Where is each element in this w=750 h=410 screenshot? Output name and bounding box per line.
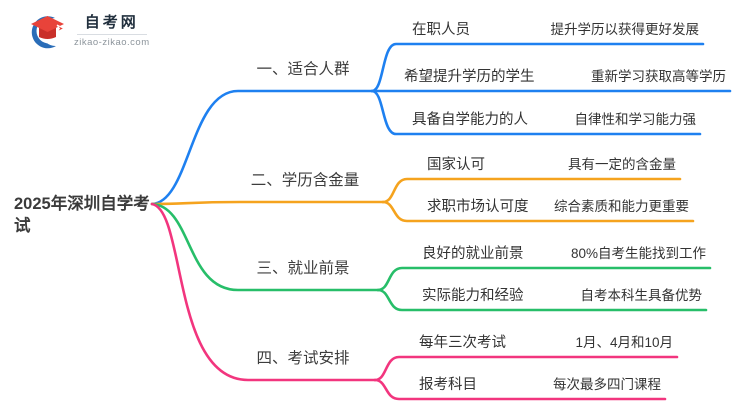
branch-2-row-2-line <box>381 200 695 223</box>
branch-3-connector <box>150 202 380 292</box>
branch-4-row-1: 每年三次考试 1月、4月和10月 <box>397 329 677 357</box>
branch-4-row-1-line <box>373 355 679 382</box>
logo-title: 自考网 <box>84 14 139 31</box>
branch-3-row-1: 良好的就业前景 80%自考生能找到工作 <box>400 240 710 268</box>
branch-4-connector <box>150 202 377 382</box>
node-left-label: 具备自学能力的人 <box>412 112 528 128</box>
branch-3-row-2-line <box>376 288 708 312</box>
node-left-label: 实际能力和经验 <box>422 288 524 304</box>
node-right-label: 自律性和学习能力强 <box>574 112 697 127</box>
node-right-label: 自考本科生具备优势 <box>580 288 703 303</box>
node-right-label: 综合素质和能力更重要 <box>554 199 689 214</box>
branch-1-row-1-line <box>370 42 705 93</box>
branch-4-label: 四、考试安排 <box>256 350 350 367</box>
branch-4-row-2: 报考科目 每次最多四门课程 <box>397 371 665 399</box>
branch-2-row-1: 国家认可 具有一定的含金量 <box>405 151 680 179</box>
root-node: 2025年深圳自学考试 <box>14 195 150 235</box>
branch-3-row-2: 实际能力和经验 自考本科生具备优势 <box>400 282 706 310</box>
branch-1-label: 一、适合人群 <box>256 61 350 78</box>
node-left-label: 求职市场认可度 <box>427 199 529 215</box>
node-right-label: 重新学习获取高等学历 <box>591 69 726 84</box>
node-right-label: 提升学历以获得更好发展 <box>550 22 700 37</box>
node-left-label: 希望提升学历的学生 <box>404 69 535 85</box>
logo-divider <box>76 34 147 35</box>
logo: 自考网 zikao-zikao.com <box>26 11 150 51</box>
node-right-label: 具有一定的含金量 <box>568 157 676 172</box>
branch-2-connector <box>150 200 385 206</box>
node-right-label: 80%自考生能找到工作 <box>570 246 706 261</box>
node-right-label: 1月、4月和10月 <box>575 335 673 350</box>
node-left-label: 报考科目 <box>419 377 477 393</box>
branch-2-label: 二、学历含金量 <box>250 172 360 189</box>
node-left-label: 国家认可 <box>427 157 485 173</box>
logo-domain: zikao-zikao.com <box>74 37 150 48</box>
branch-2-row-2: 求职市场认可度 综合素质和能力更重要 <box>405 193 693 221</box>
graduation-cap-icon <box>31 16 66 49</box>
branch-1-row-3: 具备自学能力的人 自律性和学习能力强 <box>390 106 700 134</box>
node-right-label: 每次最多四门课程 <box>553 377 661 392</box>
branch-1-row-2: 希望提升学历的学生 重新学习获取高等学历 <box>382 63 730 91</box>
branch-1-connector <box>150 89 374 206</box>
node-left-label: 良好的就业前景 <box>422 246 524 262</box>
branch-1-row-3-line <box>370 89 702 136</box>
branch-4-row-2-line <box>373 378 667 401</box>
node-left-label: 每年三次考试 <box>419 335 506 351</box>
branch-3-label: 三、就业前景 <box>256 260 350 277</box>
node-left-label: 在职人员 <box>412 22 470 38</box>
branch-1-row-1: 在职人员 提升学历以获得更好发展 <box>390 16 703 44</box>
branch-2-row-1-line <box>381 177 682 204</box>
